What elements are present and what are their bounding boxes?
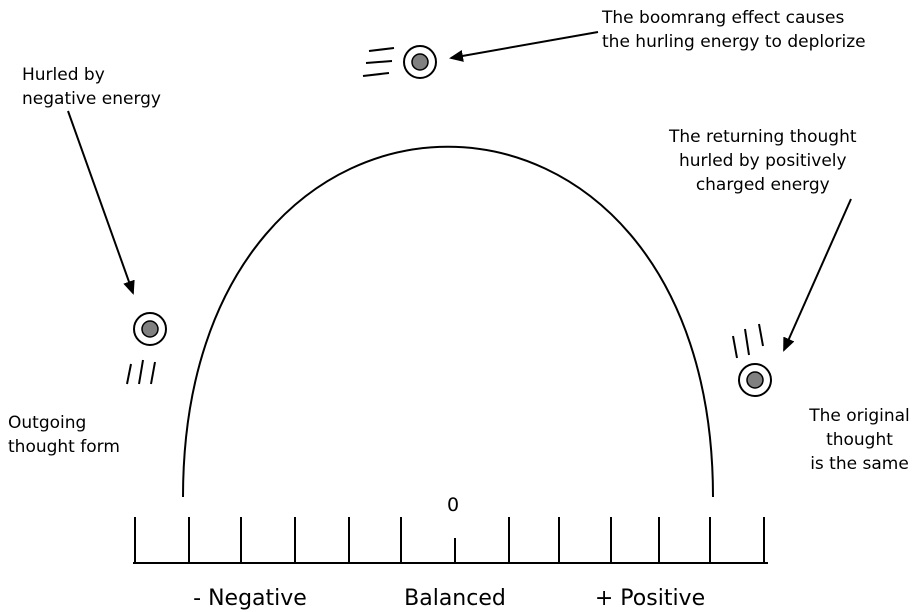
- thought-ball-right: [738, 363, 772, 397]
- motion-lines-left: [126, 359, 156, 385]
- label-boomerang: The boomrang effect causes the hurling e…: [602, 8, 866, 52]
- arrow-returning: [783, 198, 852, 352]
- arrow-boomerang: [449, 31, 599, 62]
- scale-balanced-label: Balanced: [404, 586, 506, 611]
- trajectory-arc: [182, 145, 714, 498]
- label-hurled-negative: Hurled by negative energy: [22, 65, 161, 109]
- arrow-hurled-negative: [67, 110, 135, 295]
- label-outgoing: Outgoing thought form: [8, 413, 120, 457]
- thought-ball-left: [133, 312, 167, 346]
- motion-lines-right: [732, 323, 764, 359]
- scale: [133, 517, 768, 564]
- label-returning: The returning thought hurled by positive…: [669, 127, 857, 195]
- motion-lines-top: [362, 47, 395, 77]
- scale-positive-label: + Positive: [594, 586, 706, 611]
- scale-zero-label: 0: [447, 494, 460, 516]
- thought-ball-top: [403, 45, 437, 79]
- label-original: The original thought is the same: [809, 406, 910, 474]
- scale-negative-label: - Negative: [193, 586, 307, 611]
